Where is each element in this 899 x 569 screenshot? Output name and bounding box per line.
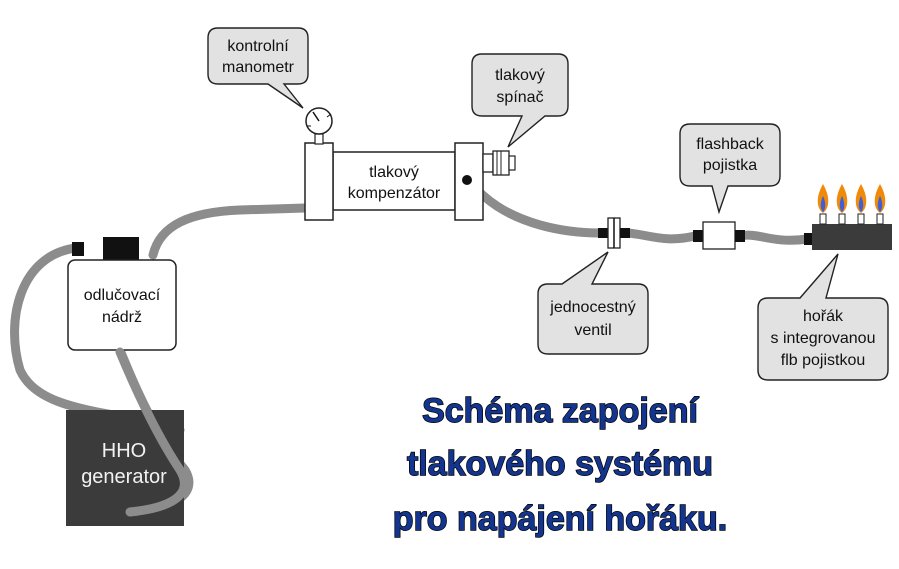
callout-gauge-line2: manometr <box>222 59 295 76</box>
callout-burner-bubble <box>757 253 889 381</box>
callout-flashback-bubble <box>679 123 781 215</box>
compensator-label-line1: tlakový <box>369 164 419 181</box>
burner <box>804 184 892 250</box>
title-line2: tlakového systému <box>407 445 713 483</box>
separator-tank: odlučovací nádrž <box>67 237 177 351</box>
callout-burner: hořák s integrovanou flb pojistkou <box>757 253 889 381</box>
tank-label-line2: nádrž <box>102 309 142 326</box>
flame-icon <box>817 184 829 213</box>
callout-switch: tlakový spínač <box>471 53 569 148</box>
tank-label-line1: odlučovací <box>84 287 161 304</box>
flame-icon <box>855 184 867 213</box>
nozzle <box>838 213 846 225</box>
hose-tank-to-compensator <box>148 203 310 260</box>
callout-valve-line2: ventil <box>574 322 611 339</box>
generator-label-line2: generator <box>81 466 167 488</box>
hose-compensator-to-valve <box>463 175 605 238</box>
flashback-fitting-right <box>735 230 745 242</box>
pressure-gauge <box>305 107 333 145</box>
gauge-stem <box>314 133 324 145</box>
tank-cap <box>103 237 139 261</box>
callout-flashback: flashback pojistka <box>679 123 781 215</box>
nozzle <box>857 213 865 225</box>
hose-flashback-to-burner <box>735 230 813 245</box>
callout-valve-bubble <box>537 251 649 355</box>
nozzle <box>876 213 884 225</box>
burner-manifold <box>812 224 892 250</box>
title-line3: pro napájení hořáku. <box>393 500 727 538</box>
callout-switch-line1: tlakový <box>495 67 545 84</box>
switch-neck <box>482 153 494 173</box>
callout-flashback-line1: flashback <box>696 136 765 153</box>
switch-tip <box>508 155 516 171</box>
callout-switch-bubble <box>471 53 569 148</box>
diagram-title: Schéma zapojení tlakového systému pro na… <box>392 391 728 538</box>
callout-gauge-bubble <box>207 27 309 109</box>
flashback-body <box>702 221 736 250</box>
pressure-switch <box>482 150 516 176</box>
burner-nozzles <box>819 213 884 225</box>
callout-burner-line2: s integrovanou <box>771 330 876 347</box>
callout-burner-line3: flb pojistkou <box>781 352 866 369</box>
gauge-tick-right <box>326 113 332 118</box>
burner-flames <box>817 184 886 213</box>
hose-over-generator <box>115 347 189 517</box>
one-way-valve <box>598 217 630 249</box>
flame-icon <box>874 184 886 213</box>
flashback-arrestor <box>693 221 745 250</box>
valve-fitting-right <box>620 228 630 238</box>
callout-flashback-line2: pojistka <box>703 157 757 174</box>
callout-valve-line1: jednocestný <box>549 299 635 316</box>
valve-fitting-left <box>598 228 608 238</box>
flashback-fitting-left <box>693 230 703 242</box>
callout-gauge-line1: kontrolní <box>227 38 289 55</box>
hose-valve-to-flashback <box>623 228 700 244</box>
nozzle <box>819 213 827 225</box>
burner-inlet <box>804 233 814 245</box>
tank-body <box>67 259 177 351</box>
tank-connector-left <box>72 242 84 256</box>
callout-valve: jednocestný ventil <box>537 251 649 355</box>
callout-switch-line2: spínač <box>496 89 543 106</box>
callout-gauge: kontrolní manometr <box>207 27 309 109</box>
title-line1: Schéma zapojení <box>422 392 699 430</box>
gauge-needle <box>312 111 320 122</box>
compensator-label-line2: kompenzátor <box>348 185 441 202</box>
generator-label-line1: HHO <box>102 440 146 462</box>
compensator-endcap-left <box>304 142 334 221</box>
hho-generator: HHO generator <box>66 347 189 526</box>
flame-icon <box>836 184 848 213</box>
pressure-compensator: tlakový kompenzátor <box>304 142 484 221</box>
callout-burner-line1: hořák <box>803 308 844 325</box>
compensator-outlet-port <box>462 175 472 185</box>
